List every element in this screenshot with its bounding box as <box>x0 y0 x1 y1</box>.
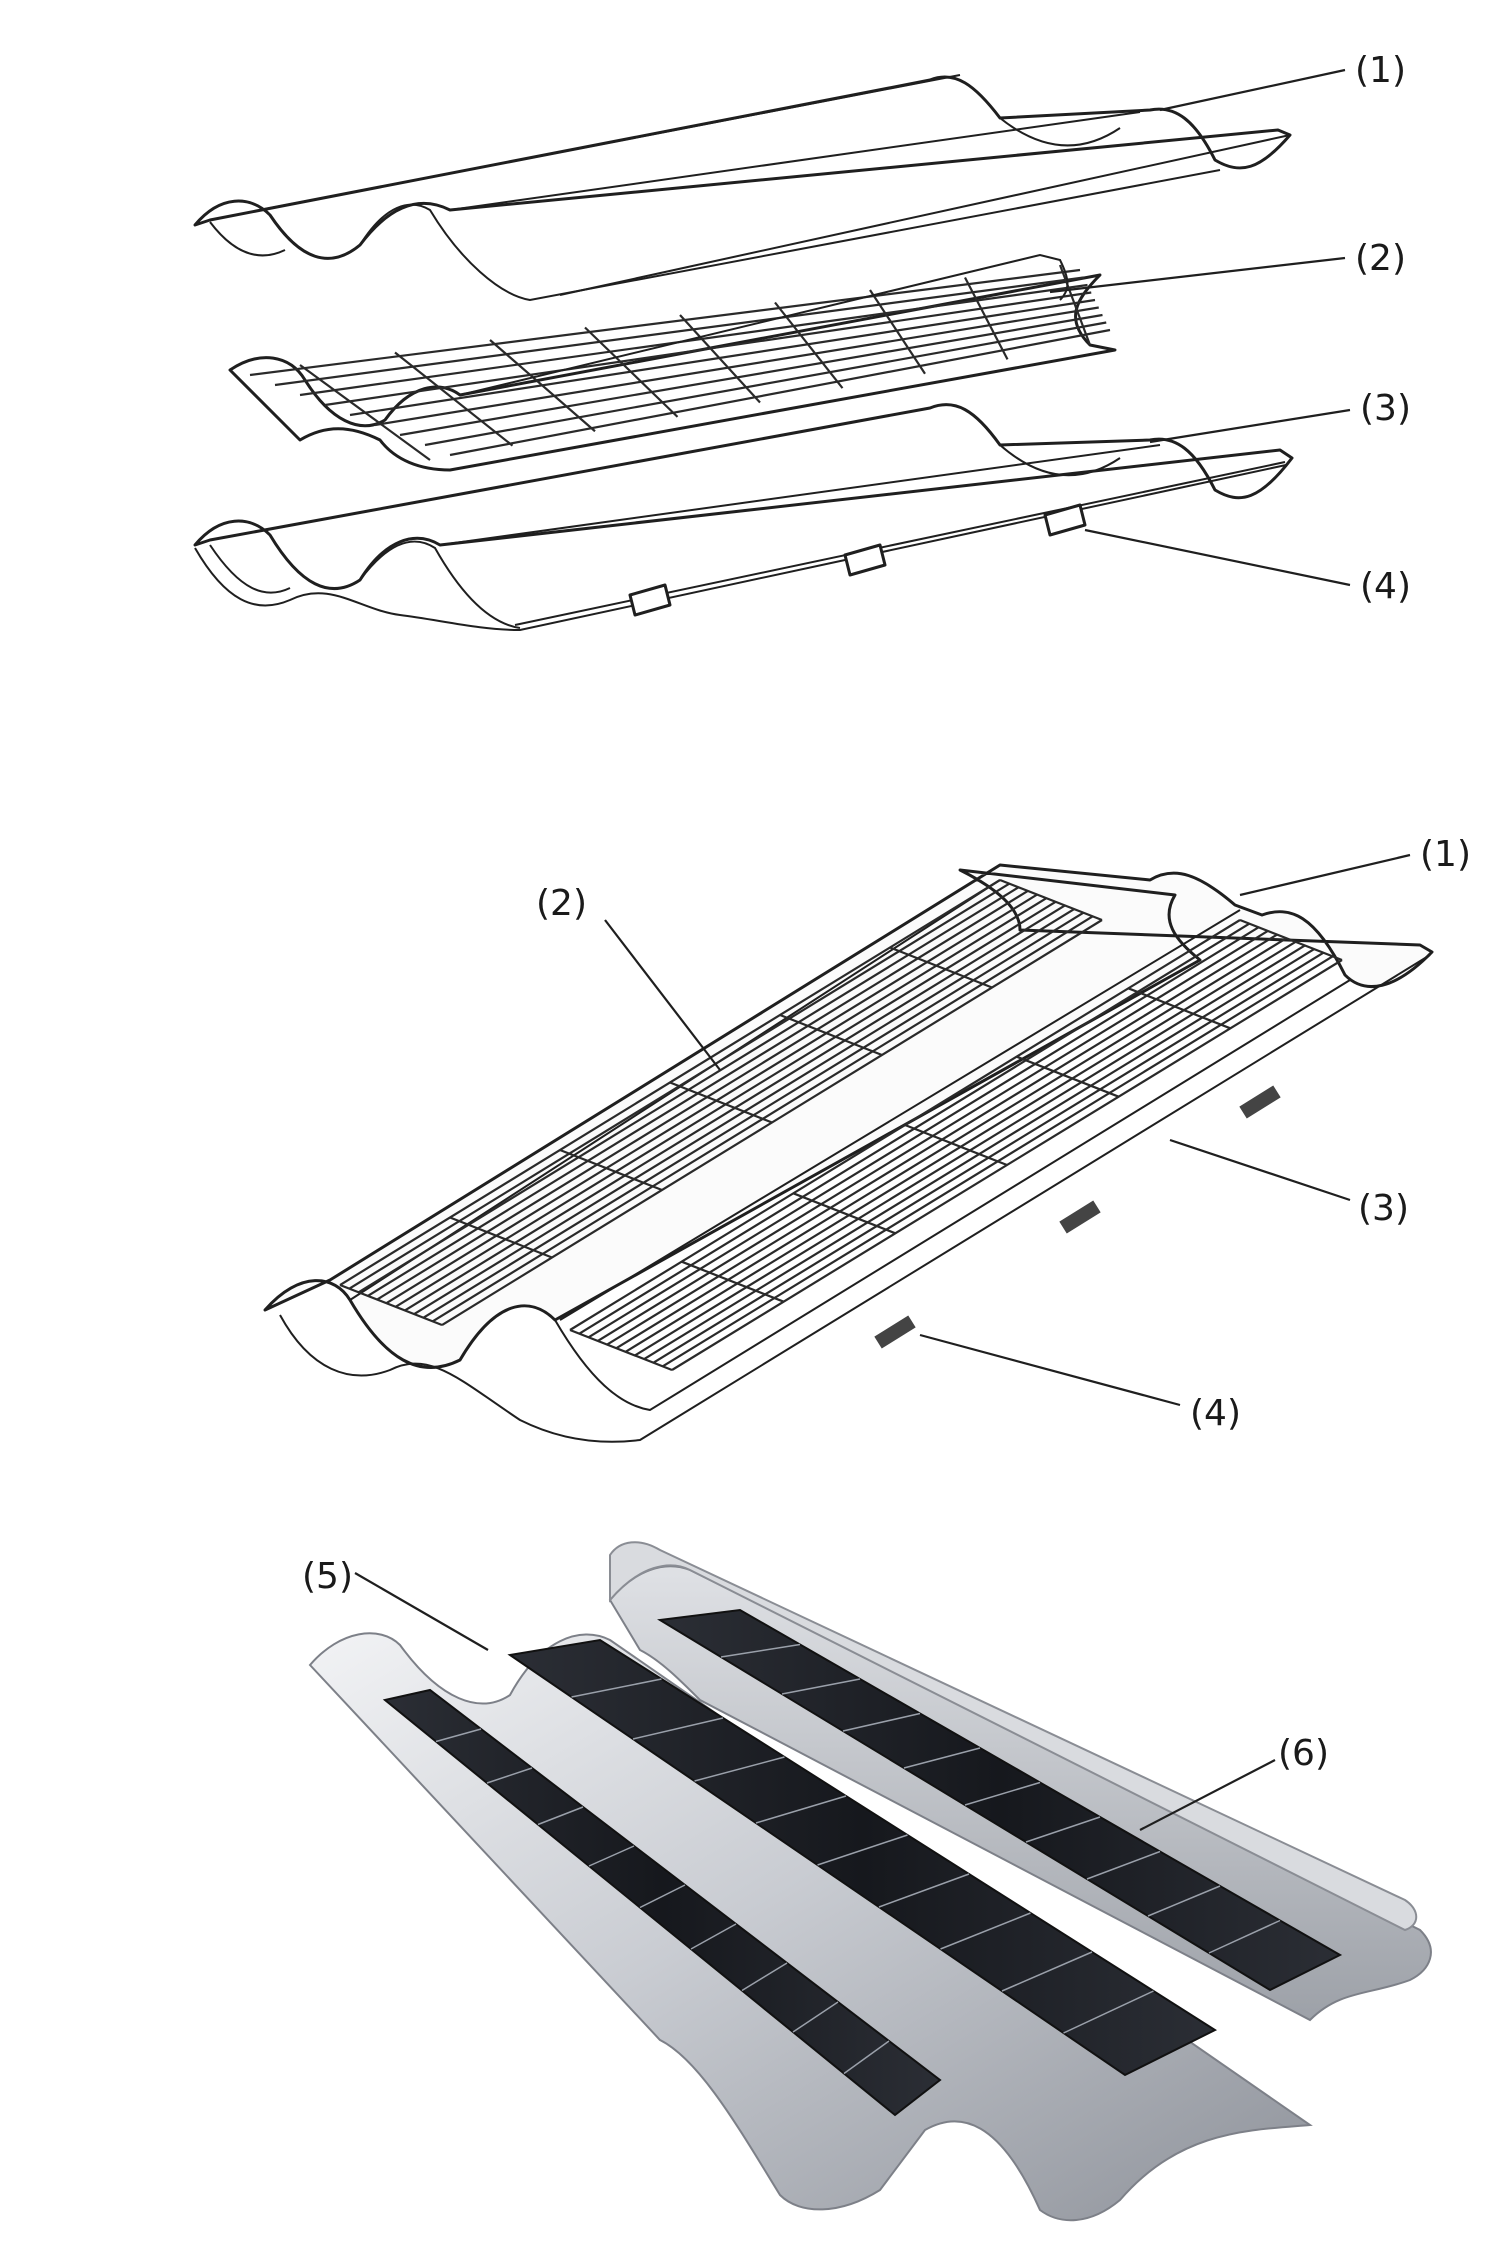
photo-cell-line <box>1063 1990 1154 2034</box>
cell-separator <box>299 364 431 461</box>
assembled-cell-separator <box>779 1013 883 1057</box>
assembled-cell-grid <box>339 878 1343 1372</box>
cell-separator <box>489 339 596 433</box>
cell-grid <box>249 264 1111 461</box>
leader-line-a2 <box>604 919 721 1071</box>
assembled-cell-separator <box>669 1081 773 1124</box>
leader-line-a1 <box>1239 853 1411 897</box>
solar-panel-middle <box>507 1638 1218 2077</box>
photo-cell-line <box>1208 1919 1281 1954</box>
base-tray <box>193 403 1294 632</box>
photo-cell-line <box>720 1643 801 1658</box>
photo-cell-line <box>940 1912 1031 1950</box>
photo-cell-line <box>842 1712 921 1732</box>
photo-cell-line <box>486 1767 533 1784</box>
cell-strip <box>299 283 1088 397</box>
leader-line-1 <box>1159 68 1346 112</box>
exploded-view: (1) (2) (3) (4) <box>193 50 1411 632</box>
solar-panel-left <box>382 1688 942 2117</box>
cell-separator <box>869 289 926 375</box>
photo-cell-line <box>878 1873 970 1908</box>
leader-line-p6 <box>1139 1759 1276 1831</box>
assembled-cell-separator <box>339 1283 443 1327</box>
photo-cell-line <box>1086 1850 1161 1880</box>
photo-cell-line <box>571 1678 662 1698</box>
leader-line-2 <box>1049 256 1346 294</box>
cell-strip <box>274 276 1084 387</box>
mounting-clips <box>628 503 1087 617</box>
cell-strip <box>449 328 1111 457</box>
label-3: (3) <box>1360 388 1411 429</box>
assembled-cell-separator <box>559 1148 663 1192</box>
assembled-cell-separator <box>1016 1055 1120 1098</box>
photo-cell-line <box>537 1806 584 1826</box>
assembled-cell-separator <box>1127 987 1231 1030</box>
label-2: (2) <box>1355 238 1406 279</box>
clip-c <box>1239 1085 1281 1119</box>
photo-cell-line <box>632 1717 724 1740</box>
assembled-cell-separator <box>792 1192 896 1235</box>
cell-separator <box>1058 264 1092 346</box>
assembled-label-2: (2) <box>536 883 587 924</box>
photo-cell-line <box>964 1781 1041 1806</box>
assembled-cell-separator <box>569 1328 673 1372</box>
photo-cell-line <box>1001 1951 1093 1992</box>
label-1: (1) <box>1355 50 1406 91</box>
leader-line-4 <box>1084 528 1351 587</box>
photo-cell-line <box>792 2001 839 2033</box>
assembled-cell-separator <box>904 1123 1008 1167</box>
cell-strip <box>249 268 1081 377</box>
cell-separator <box>584 326 679 418</box>
cell-strip <box>324 291 1092 407</box>
clip-b <box>1059 1200 1101 1234</box>
photo-cell-line <box>435 1728 482 1743</box>
cell-strip <box>399 313 1103 437</box>
assembled-view: (1) (2) (3) (4) <box>263 834 1471 1443</box>
top-cover-sheet <box>193 74 1292 302</box>
tile-body-left <box>308 1632 1313 2222</box>
leader-line-p5 <box>354 1572 489 1651</box>
cell-strip <box>349 298 1096 417</box>
assembled-label-3: (3) <box>1358 1188 1409 1229</box>
photo-cell-line <box>903 1747 981 1769</box>
label-4: (4) <box>1360 566 1411 607</box>
assembled-label-1: (1) <box>1420 834 1471 875</box>
photo-cell-line <box>781 1678 861 1695</box>
assembled-cell-separator <box>999 878 1103 922</box>
assembled-cell-separator <box>681 1260 785 1303</box>
leader-line-a4 <box>919 1333 1181 1407</box>
tile-ridge-top <box>609 1541 1418 1932</box>
photo-cell-lines <box>435 1643 1281 2075</box>
cell-strip <box>424 321 1107 447</box>
photo-cell-line <box>1147 1885 1221 1917</box>
leader-line-a3 <box>1169 1138 1351 1202</box>
leader-line-3 <box>1149 408 1351 444</box>
clip-a <box>874 1315 916 1349</box>
assembled-label-4: (4) <box>1190 1393 1241 1434</box>
photo-cell-line <box>588 1845 635 1867</box>
cell-separator <box>679 314 761 404</box>
solar-cell-layer <box>228 253 1117 472</box>
photo-cell-line <box>694 1756 785 1782</box>
photo-label-5: (5) <box>302 1556 353 1597</box>
photo-label-6: (6) <box>1278 1733 1329 1774</box>
photo-cell-line <box>1025 1816 1101 1843</box>
photo-cell-line <box>843 2040 890 2075</box>
photo-cell-line <box>817 1834 908 1866</box>
cell-separator <box>394 351 514 447</box>
photo-cell-line <box>690 1923 737 1950</box>
cell-strip <box>374 306 1099 427</box>
cell-separator <box>964 276 1009 360</box>
solar-panel-right <box>657 1608 1343 1992</box>
assembled-cell-separator <box>449 1216 553 1259</box>
photo-cell-line <box>639 1884 686 1909</box>
assembled-cell-separator <box>889 946 993 989</box>
photo-cell-line <box>741 1962 788 1992</box>
product-photo: (5) (6) <box>302 1541 1432 2222</box>
assembled-cell-separator <box>1239 918 1343 962</box>
photo-cell-line <box>755 1795 847 1824</box>
